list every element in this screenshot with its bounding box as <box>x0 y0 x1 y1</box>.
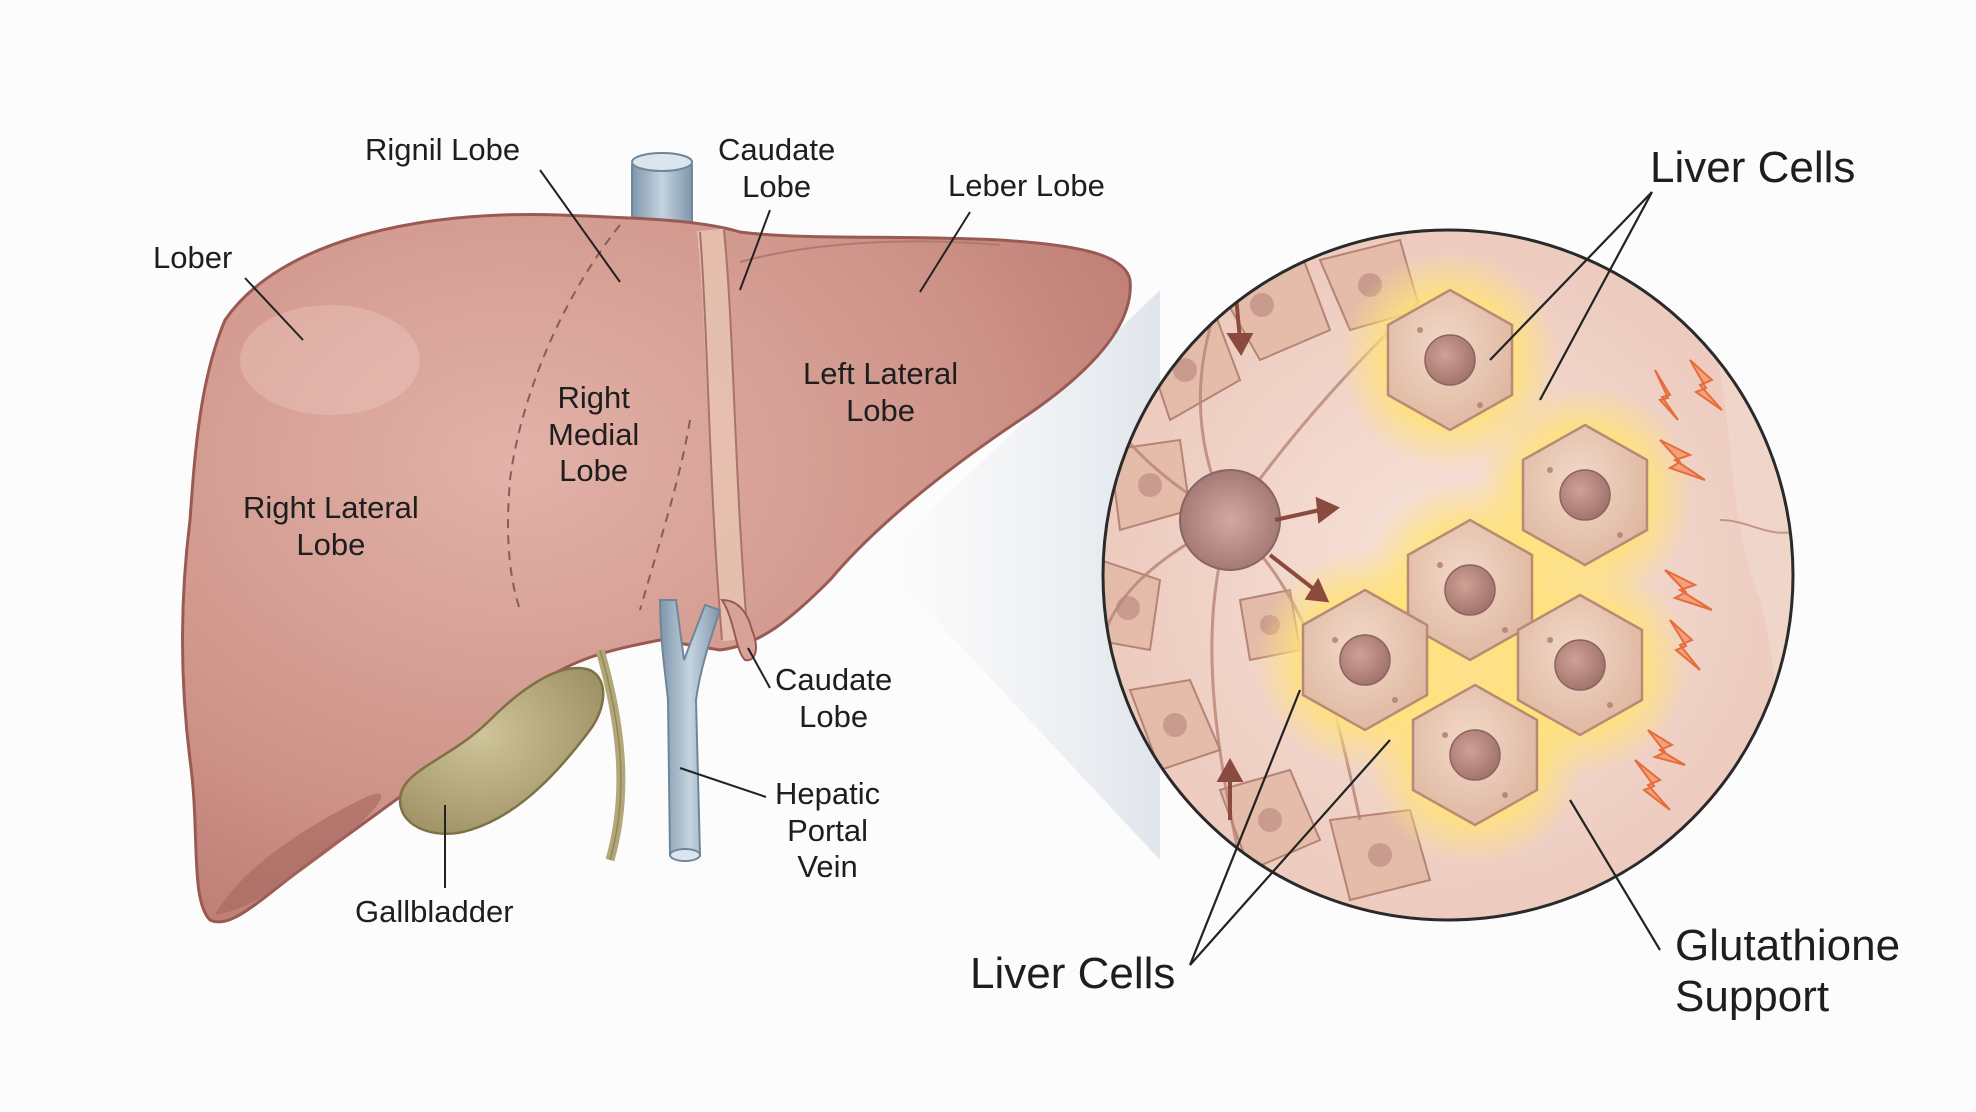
label-hepatic-portal-vein: Hepatic Portal Vein <box>775 776 881 885</box>
label-glutathione-support: Glutathione Support <box>1675 921 1901 1022</box>
portal-vein-opening <box>669 848 701 862</box>
magnified-view <box>1101 191 1795 966</box>
label-lober: Lober <box>153 240 233 275</box>
vena-cava-opening <box>631 152 693 172</box>
ligament-edge-left <box>699 231 723 641</box>
cell-leader-lines <box>1188 191 1661 966</box>
spark-icons <box>1634 359 1723 811</box>
caudate-process <box>720 598 757 662</box>
falciform-ligament <box>697 228 748 642</box>
label-left-lateral-lobe: Left Lateral Lobe <box>803 356 959 428</box>
gallbladder-shape <box>398 666 605 835</box>
label-right-lateral-lobe: Right Lateral Lobe <box>243 490 419 562</box>
label-rignil-lobe: Rignil Lobe <box>365 132 521 167</box>
label-right-medial-lobe: Right Medial Lobe <box>548 380 640 489</box>
portal-vein <box>658 599 722 856</box>
ligament-edge-right <box>723 229 749 641</box>
label-caudate-lobe-top: Caudate Lobe <box>718 132 836 204</box>
left-lobe-contour <box>739 240 1001 263</box>
cystic-duct-edge <box>599 649 622 861</box>
label-liver-cells-top: Liver Cells <box>1650 143 1856 192</box>
liver-lower-shadow <box>215 793 382 915</box>
liver-highlight <box>240 305 420 415</box>
label-caudate-lobe-bottom: Caudate Lobe <box>775 662 893 734</box>
zoom-cone <box>880 290 1160 860</box>
label-liver-cells-bottom: Liver Cells <box>970 949 1176 998</box>
label-gallbladder: Gallbladder <box>355 894 514 929</box>
lobe-division-line <box>507 224 621 611</box>
liver-body <box>181 213 1132 924</box>
label-leber-lobe: Leber Lobe <box>948 168 1105 203</box>
lobe-division-line-2 <box>639 419 691 611</box>
liver-leader-lines <box>244 169 971 888</box>
